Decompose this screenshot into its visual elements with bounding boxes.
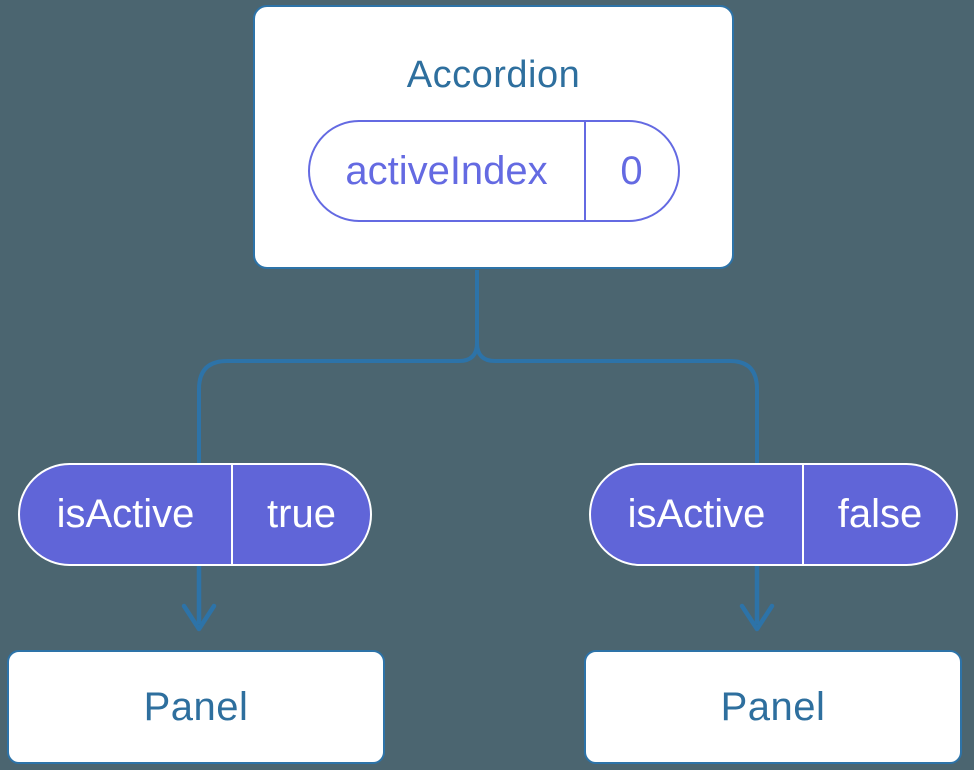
panel-title: Panel <box>143 684 249 729</box>
down-arrow-icon-right <box>739 563 775 632</box>
down-arrow-icon-left <box>181 563 217 632</box>
state-value: 0 <box>620 148 643 193</box>
panel-title: Panel <box>720 684 826 729</box>
prop-pill-left: isActive true <box>18 463 372 566</box>
component-title: Accordion <box>406 54 581 96</box>
panel-card-left: Panel <box>7 650 385 764</box>
tree-edge-right <box>475 270 759 463</box>
state-name: activeIndex <box>310 122 586 220</box>
panel-card-right: Panel <box>584 650 962 764</box>
tree-edge-left <box>197 270 479 463</box>
state-pill: activeIndex 0 <box>307 120 680 222</box>
accordion-component-card: Accordion activeIndex 0 <box>253 5 734 269</box>
prop-pill-right: isActive false <box>589 463 958 566</box>
prop-value: true <box>267 492 336 536</box>
prop-name: isActive <box>20 465 233 564</box>
prop-name: isActive <box>591 465 804 564</box>
prop-value: false <box>837 492 923 536</box>
